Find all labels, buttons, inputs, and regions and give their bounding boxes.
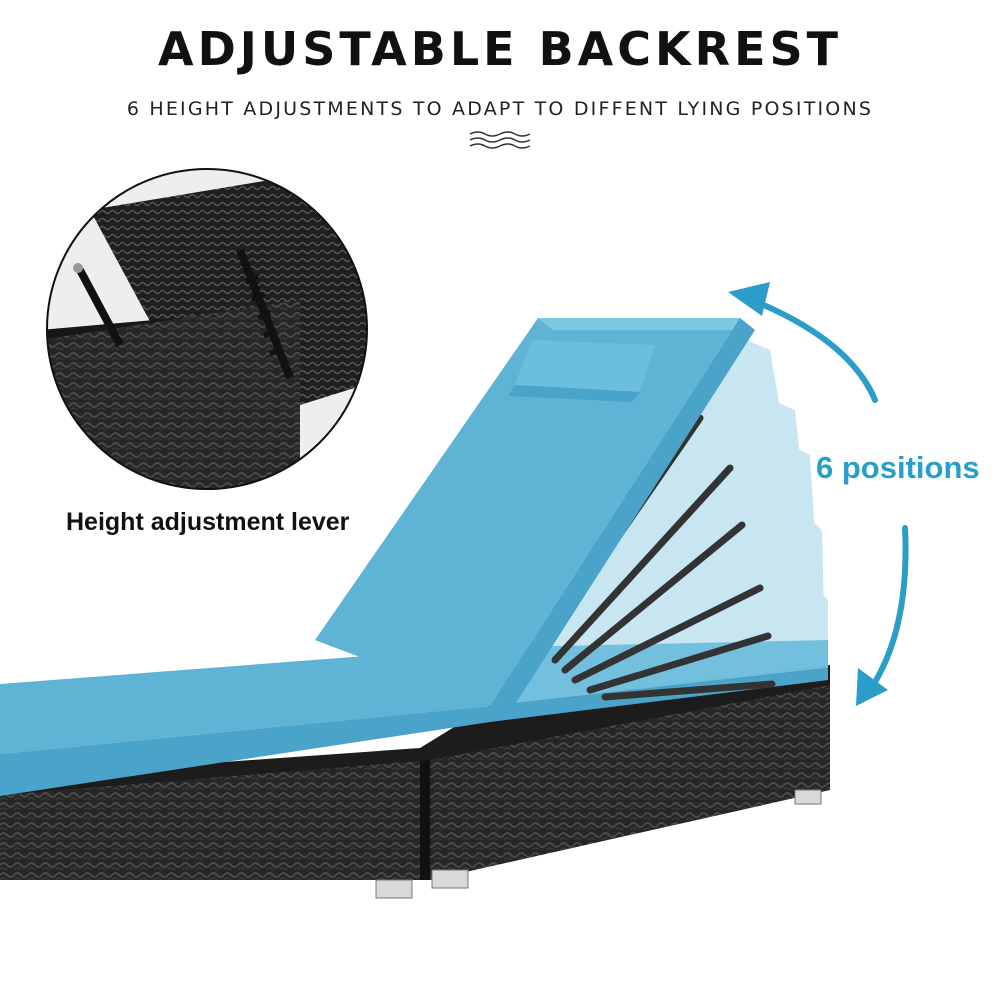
- lever-inset: [46, 168, 368, 490]
- headrest-pillow: [508, 340, 655, 402]
- page-subtitle: 6 HEIGHT ADJUSTMENTS TO ADAPT TO DIFFENT…: [126, 98, 874, 120]
- adjust-arrow-icon: [749, 297, 909, 693]
- arrow-head-up-icon: [728, 282, 770, 316]
- inset-caption: Height adjustment lever: [66, 508, 350, 536]
- backrest-cushion: [315, 318, 755, 720]
- backrest-ghost-positions: [490, 335, 828, 706]
- positions-label: 6 positions: [816, 450, 980, 485]
- arrow-head-down-icon: [856, 668, 888, 706]
- page-title: ADJUSTABLE BACKREST: [157, 22, 843, 76]
- wave-divider-icon: [469, 131, 531, 149]
